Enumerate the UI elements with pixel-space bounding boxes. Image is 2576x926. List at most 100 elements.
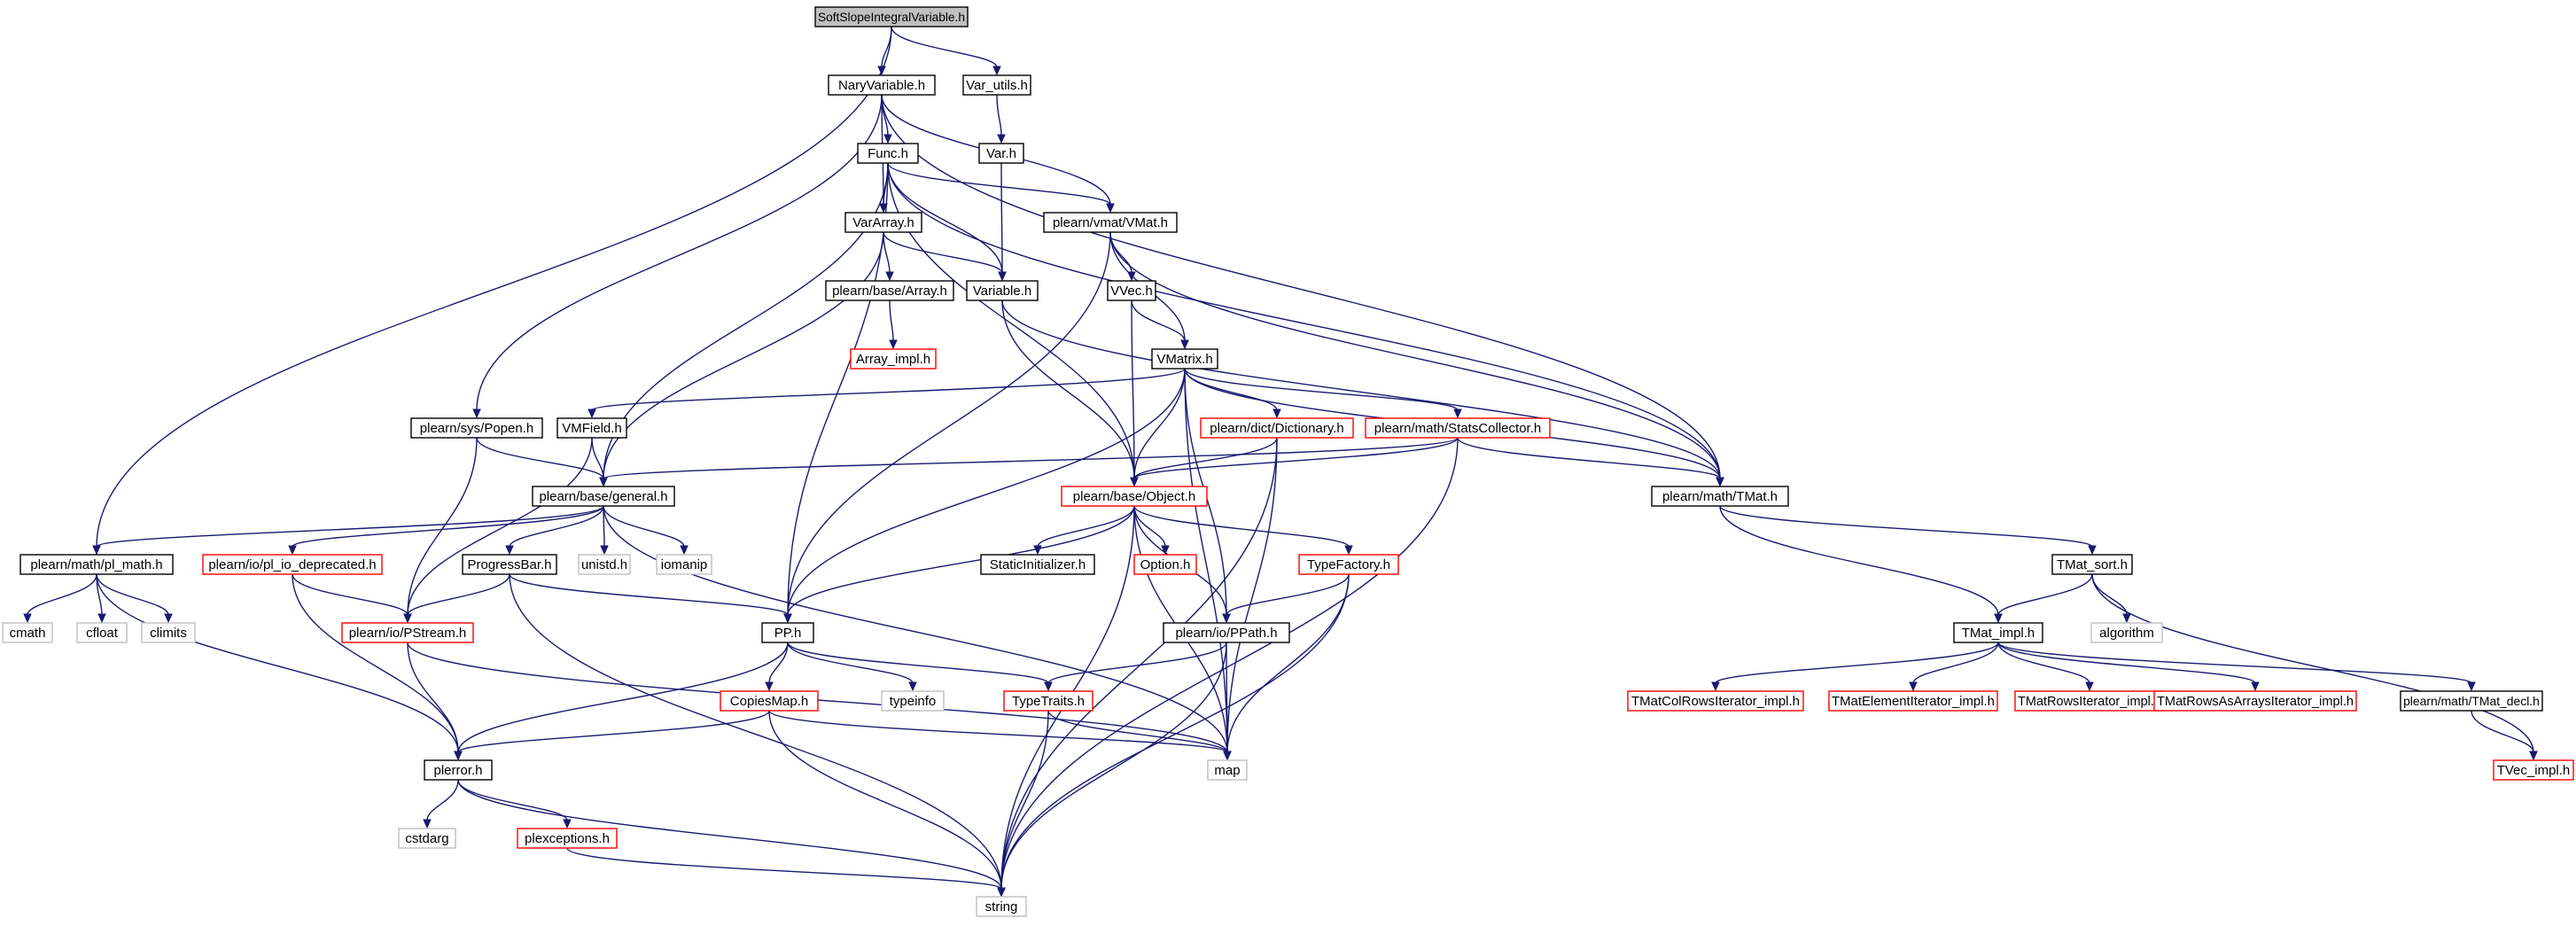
- node-nary[interactable]: NaryVariable.h: [828, 74, 936, 96]
- node-vmat[interactable]: plearn/vmat/VMat.h: [1043, 212, 1178, 233]
- edge-vmat-to-pph: [787, 231, 1111, 616]
- node-tmatimpl[interactable]: TMat_impl.h: [1953, 622, 2043, 643]
- edge-vmat-to-vvec: [1109, 231, 1132, 274]
- node-box-popen: [410, 417, 543, 439]
- edge-dict-to-map: [1226, 437, 1278, 753]
- edge-variable-to-tmat: [1001, 300, 1721, 479]
- node-typefactory[interactable]: TypeFactory.h: [1298, 554, 1399, 575]
- arrowhead-root-to-varutils: [992, 66, 1001, 76]
- node-tmatdecl[interactable]: plearn/math/TMat_decl.h: [2400, 690, 2543, 712]
- node-ppath[interactable]: plearn/io/PPath.h: [1163, 622, 1290, 643]
- edge-tmatimpl-to-tmatdecl: [1997, 642, 2472, 684]
- node-box-vmfield: [556, 417, 627, 439]
- node-tmat[interactable]: plearn/math/TMat.h: [1651, 486, 1789, 507]
- edge-pph-to-plerror: [457, 642, 789, 753]
- edge-progress-to-string: [509, 573, 1002, 890]
- edge-stats-to-object: [1133, 437, 1459, 479]
- node-tmatelem[interactable]: TMatElementIterator_impl.h: [1828, 690, 1998, 712]
- edge-ppath-to-map: [1226, 642, 1228, 753]
- node-func[interactable]: Func.h: [857, 143, 919, 164]
- edge-vararray-to-general: [603, 231, 884, 479]
- node-vvec[interactable]: VVec.h: [1107, 280, 1156, 301]
- node-popen[interactable]: plearn/sys/Popen.h: [410, 417, 543, 439]
- arrowhead-varutils-to-var: [997, 134, 1006, 144]
- node-tmatcol[interactable]: TMatColRowsIterator_impl.h: [1627, 690, 1804, 712]
- node-box-vmatrix: [1151, 348, 1218, 370]
- edge-general-to-map: [603, 505, 1228, 753]
- node-pstream[interactable]: plearn/io/PStream.h: [341, 622, 474, 643]
- node-label-tmat: plearn/math/TMat.h: [1662, 489, 1778, 504]
- node-plerror[interactable]: plerror.h: [424, 759, 493, 781]
- node-pliodep[interactable]: plearn/io/pl_io_deprecated.h: [202, 554, 383, 575]
- node-label-cfloat: cfloat: [86, 626, 119, 641]
- arrowhead-vmatrix-to-stats: [1453, 409, 1462, 419]
- node-arrayh[interactable]: plearn/base/Array.h: [825, 280, 954, 301]
- arrowhead-plexceptions-to-string: [997, 887, 1006, 898]
- node-algorithm: algorithm: [2090, 622, 2163, 643]
- node-label-tmatrows: TMatRowsIterator_impl.h: [2018, 695, 2161, 709]
- node-label-climits: climits: [150, 626, 187, 641]
- edge-arrayh-to-arrayimpl: [889, 300, 894, 342]
- node-tmatsort[interactable]: TMat_sort.h: [2051, 554, 2133, 575]
- node-box-climits: [141, 622, 196, 643]
- node-cfloat: cfloat: [76, 622, 128, 643]
- node-general[interactable]: plearn/base/general.h: [532, 486, 675, 507]
- edge-general-to-pliodep: [292, 505, 604, 548]
- node-label-typetraits: TypeTraits.h: [1012, 694, 1085, 709]
- node-plmath[interactable]: plearn/math/pl_math.h: [19, 554, 174, 575]
- node-variable[interactable]: Variable.h: [966, 280, 1039, 301]
- arrowhead-plerror-to-plexceptions: [563, 819, 572, 829]
- node-label-general: plearn/base/general.h: [539, 489, 667, 504]
- node-box-tvecimpl: [2493, 759, 2574, 781]
- node-box-pliodep: [202, 554, 383, 575]
- node-option[interactable]: Option.h: [1133, 554, 1197, 575]
- node-object[interactable]: plearn/base/Object.h: [1061, 486, 1208, 507]
- edge-plexceptions-to-string: [566, 847, 1002, 890]
- edge-typefactory-to-string: [1000, 573, 1350, 890]
- node-vmfield[interactable]: VMField.h: [556, 417, 627, 439]
- node-box-object: [1061, 486, 1208, 507]
- arrowhead-copiesmap-to-plerror: [454, 751, 463, 761]
- node-typetraits[interactable]: TypeTraits.h: [1003, 690, 1093, 712]
- edge-stats-to-general: [603, 437, 1459, 479]
- edge-plmath-to-climits: [96, 573, 169, 616]
- edge-progress-to-pph: [509, 573, 789, 616]
- arrowhead-nary-to-popen: [472, 409, 481, 419]
- arrowhead-plmath-to-cfloat: [97, 613, 106, 624]
- node-vmatrix[interactable]: VMatrix.h: [1151, 348, 1218, 370]
- node-vararray[interactable]: VarArray.h: [844, 212, 922, 233]
- arrowhead-tmatdecl-to-tvecimpl: [2529, 751, 2538, 761]
- node-arrayimpl[interactable]: Array_impl.h: [850, 348, 937, 370]
- edge-nary-to-popen: [476, 94, 883, 411]
- node-box-func: [857, 143, 919, 164]
- node-tmatrows[interactable]: TMatRowsIterator_impl.h: [2014, 690, 2165, 712]
- node-progress[interactable]: ProgressBar.h: [462, 554, 557, 575]
- edge-stats-to-tmat: [1457, 437, 1721, 479]
- edge-variable-to-object: [1001, 300, 1135, 479]
- node-box-tmatsort: [2051, 554, 2133, 575]
- node-varutils[interactable]: Var_utils.h: [962, 74, 1031, 96]
- node-box-vmat: [1043, 212, 1178, 233]
- edge-typetraits-to-string: [1000, 710, 1049, 890]
- arrowhead-object-to-option: [1161, 545, 1170, 556]
- node-tmatrowsarr[interactable]: TMatRowsAsArraysIterator_impl.h: [2153, 690, 2357, 712]
- edge-pph-to-copiesmap: [768, 642, 789, 684]
- arrowhead-tmatimpl-to-tmatdecl: [2467, 681, 2476, 692]
- edge-func-to-tmat: [887, 162, 1721, 479]
- node-plexceptions[interactable]: plexceptions.h: [517, 828, 618, 849]
- edge-tmatimpl-to-tmatcol: [1715, 642, 1999, 684]
- node-dict[interactable]: plearn/dict/Dictionary.h: [1200, 417, 1354, 439]
- arrowhead-vmatrix-to-dict: [1272, 409, 1281, 419]
- arrowhead-vmatrix-to-vmfield: [588, 409, 596, 419]
- node-pph[interactable]: PP.h: [761, 622, 814, 643]
- node-staticinit[interactable]: StaticInitializer.h: [980, 554, 1095, 575]
- arrowhead-general-to-iomanip: [680, 545, 689, 556]
- node-box-pph: [761, 622, 814, 643]
- node-var[interactable]: Var.h: [978, 143, 1024, 164]
- edge-copiesmap-to-plerror: [457, 710, 770, 753]
- node-tvecimpl[interactable]: TVec_impl.h: [2493, 759, 2574, 781]
- edge-tmatsort-to-tmatimpl: [1997, 573, 2093, 616]
- node-copiesmap[interactable]: CopiesMap.h: [720, 690, 819, 712]
- node-stats[interactable]: plearn/math/StatsCollector.h: [1365, 417, 1551, 439]
- node-box-plerror: [424, 759, 493, 781]
